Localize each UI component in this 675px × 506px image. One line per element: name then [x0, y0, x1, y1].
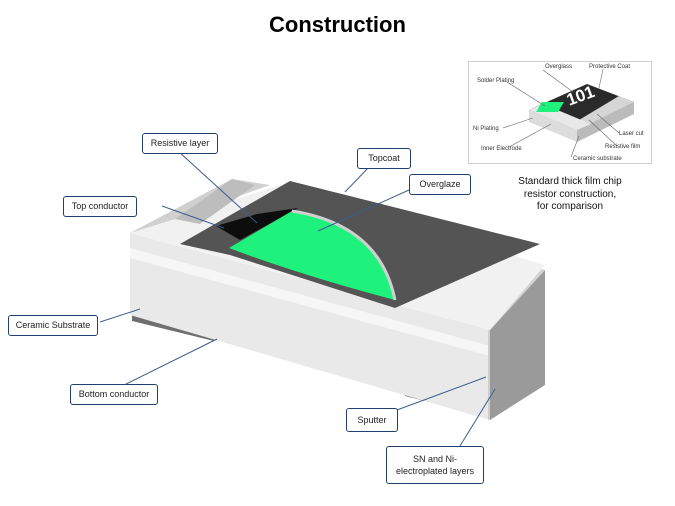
callout-topcoat-label: Topcoat: [368, 153, 400, 164]
inset-label-ceramic-substrate: Ceramic substrate: [573, 156, 622, 162]
inset-caption-line3: for comparison: [536, 201, 604, 212]
inset-caption: Standard thick film chip resistor constr…: [505, 176, 635, 214]
inset-label-solder-plating: Solder Plating: [477, 78, 514, 84]
inset-caption-line2: resistor construction,: [523, 188, 617, 200]
callout-overglaze-label: Overglaze: [419, 179, 461, 190]
inset-caption-line1: Standard thick film chip: [518, 176, 622, 187]
inset-label-inner-electrode: Inner Electrode: [481, 146, 522, 152]
callout-overglaze: Overglaze: [409, 174, 471, 195]
end-termination-right-front: [488, 330, 490, 420]
callout-ceramic-substrate-label: Ceramic Substrate: [15, 320, 91, 331]
inset-label-overglass: Overglass: [545, 64, 572, 70]
end-termination-right-side: [490, 270, 545, 420]
callout-sputter: Sputter: [346, 408, 398, 432]
overglaze-green: [229, 211, 395, 300]
comparison-inset: 101 Overglass Protective Coat Solder Pla…: [468, 61, 652, 164]
thick-film-chip-image: 101 Overglass Protective Coat Solder Pla…: [473, 64, 644, 162]
callout-sn-ni-layers: SN and Ni- electroplated layers: [386, 446, 484, 484]
callout-resistive-layer-label: Resistive layer: [150, 138, 210, 149]
inset-label-laser-cut: Laser cut: [619, 131, 644, 137]
page-title: Construction: [269, 12, 406, 37]
callout-bottom-conductor: Bottom conductor: [70, 384, 158, 405]
callout-topcoat: Topcoat: [357, 148, 411, 169]
inset-label-protective-coat: Protective Coat: [589, 64, 630, 70]
callout-ceramic-substrate: Ceramic Substrate: [8, 315, 98, 336]
callout-bottom-conductor-label: Bottom conductor: [78, 389, 150, 400]
callout-sn-ni-line2: electroplated layers: [395, 466, 475, 476]
resistive-layer-edge: [216, 208, 298, 240]
callout-top-conductor-label: Top conductor: [71, 201, 129, 212]
callout-sputter-label: Sputter: [357, 414, 387, 425]
callout-resistive-layer: Resistive layer: [142, 133, 218, 154]
callout-sn-ni-line1: SN and Ni-: [412, 453, 457, 464]
inset-label-ni-plating: Ni Plating: [473, 126, 499, 132]
inset-label-resistive-film: Resistive film: [605, 144, 640, 150]
callout-top-conductor: Top conductor: [63, 196, 137, 217]
